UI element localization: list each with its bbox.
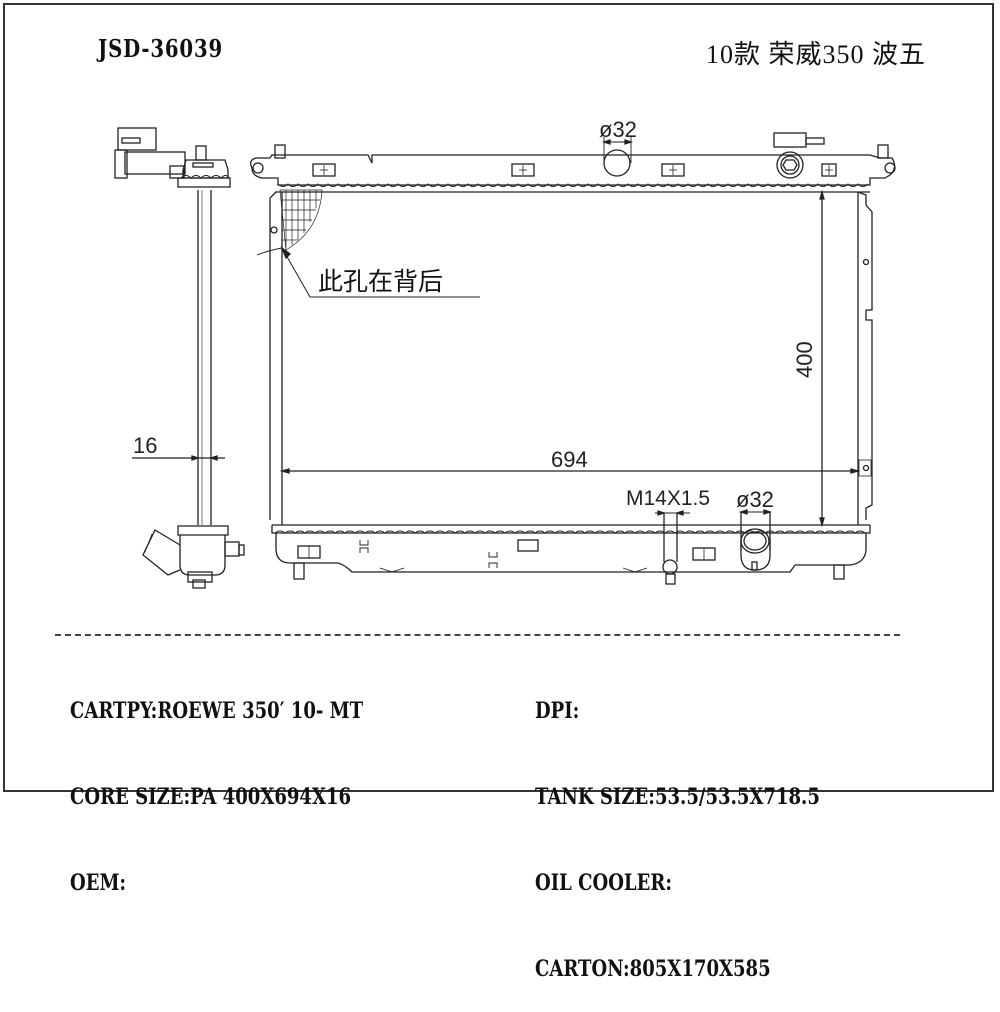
spec-label: CORE SIZE: (70, 784, 191, 810)
spec-core-size: CORE SIZE:PA 400X694X16 (70, 780, 363, 814)
spec-dpi: DPI: (535, 694, 820, 728)
side-view (114, 127, 245, 589)
specs-right: DPI: TANK SIZE:53.5/53.5X718.5 OIL COOLE… (535, 642, 820, 1012)
drawing-frame (3, 3, 994, 792)
spec-label: DPI: (535, 698, 580, 724)
spec-value: ROEWE 350′ 10- MT (157, 698, 364, 724)
core-thickness-label: 16 (133, 433, 158, 458)
bottom-outlet-diameter-label: ø32 (736, 487, 774, 512)
thickness-dimension (132, 455, 225, 461)
spec-cartype: CARTPY:ROEWE 350′ 10- MT (70, 694, 363, 728)
spec-value: PA 400X694X16 (190, 784, 352, 810)
spec-oem: OEM: (70, 866, 363, 900)
part-number: JSD-36039 (98, 34, 223, 63)
drain-thread-label: M14X1.5 (626, 487, 711, 510)
specs-left: CARTPY:ROEWE 350′ 10- MT CORE SIZE:PA 40… (70, 642, 363, 926)
model-title: 10款 荣威350 波五 (706, 40, 927, 69)
spec-oil-cooler: OIL COOLER: (535, 866, 820, 900)
height-dimension (819, 189, 825, 528)
hole-on-back-annotation: 此孔在背后 (318, 267, 444, 296)
spec-label: TANK SIZE: (535, 784, 655, 810)
section-divider (55, 634, 900, 636)
core-height-label: 400 (792, 341, 817, 378)
spec-value: 805X170X585 (629, 956, 771, 982)
spec-label: CARTON: (535, 956, 630, 982)
spec-label: OEM: (70, 870, 127, 896)
spec-carton: CARTON:805X170X585 (535, 952, 820, 986)
front-view (250, 132, 896, 585)
spec-label: OIL COOLER: (535, 870, 672, 896)
radiator-technical-drawing (114, 127, 896, 589)
width-dimension (279, 468, 861, 474)
core-width-label: 694 (551, 447, 588, 472)
top-inlet-diameter-label: ø32 (599, 117, 637, 142)
spec-value: 53.5/53.5X718.5 (654, 784, 820, 810)
spec-tank-size: TANK SIZE:53.5/53.5X718.5 (535, 780, 820, 814)
spec-label: CARTPY: (70, 698, 158, 724)
